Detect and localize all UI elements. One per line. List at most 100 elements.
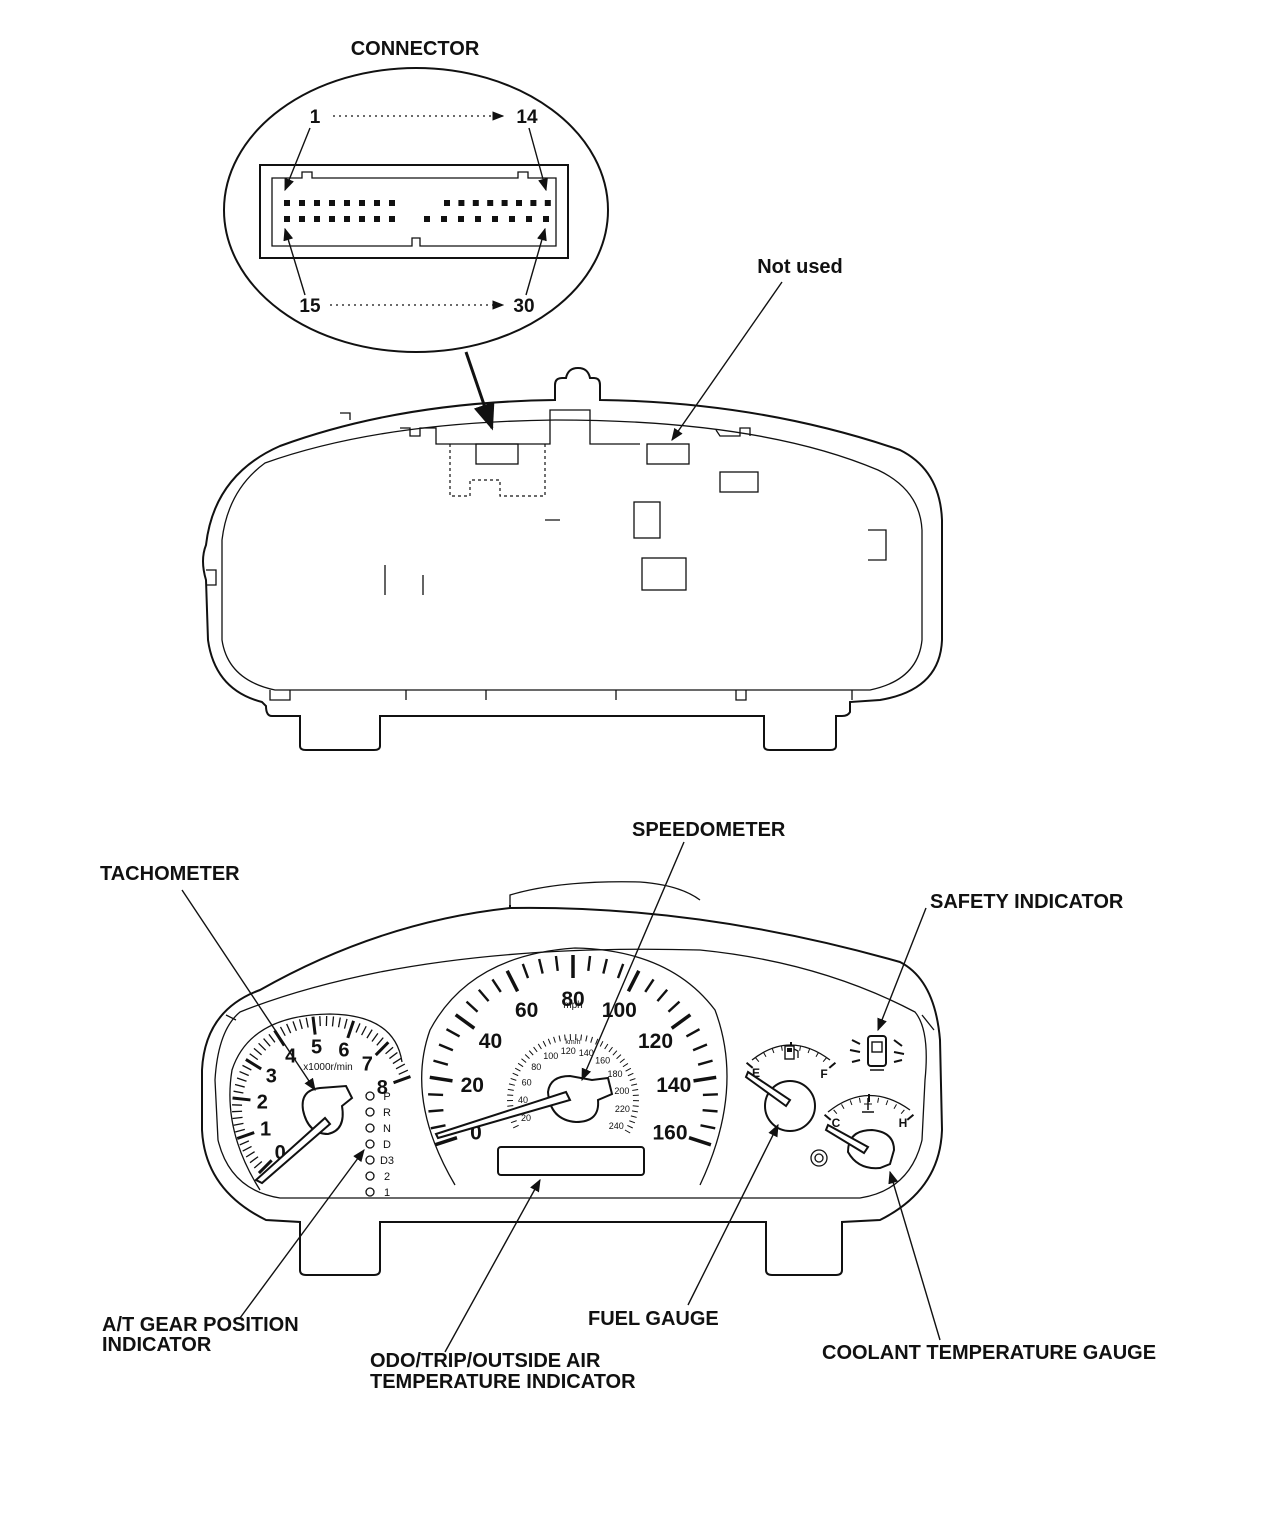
connector-pin: [329, 200, 335, 206]
tachometer-number: 3: [266, 1065, 277, 1087]
speedometer-kmh-tick: [564, 1034, 566, 1041]
speedometer-mph-number: 160: [652, 1122, 687, 1145]
tachometer-number: 1: [260, 1119, 271, 1141]
speedometer-kmh-tick: [604, 1043, 609, 1050]
gauge-tick: [799, 1045, 802, 1051]
speedometer-kmh-tick: [514, 1067, 521, 1072]
connector-pin: [374, 216, 380, 222]
tachometer-bezel: [229, 1013, 403, 1191]
gauge-tick: [780, 1045, 783, 1051]
tachometer-tick: [232, 1096, 251, 1102]
rear-marks: [384, 519, 560, 595]
tachometer-tick: [343, 1018, 348, 1029]
speedometer-bezel: [421, 947, 728, 1186]
speedometer-kmh-number: 80: [531, 1062, 541, 1072]
gear-position-label: R: [383, 1107, 391, 1119]
connector-pin: [444, 200, 450, 206]
speedometer-tick: [693, 1075, 717, 1083]
gauge-tick: [823, 1113, 832, 1121]
fuel-gauge-label: FUEL GAUGE: [588, 1308, 719, 1330]
gauge-tick: [858, 1097, 861, 1103]
speedometer-kmh-tick: [512, 1124, 519, 1129]
tachometer-tick: [337, 1017, 341, 1028]
tachometer-tick: [305, 1017, 309, 1028]
speedometer-kmh-number: 20: [521, 1113, 531, 1123]
gear-indicator-lamp: [365, 1139, 375, 1149]
coolant-gauge-hub: [846, 1128, 896, 1170]
gauge-tick: [849, 1100, 853, 1106]
gauge-tick: [900, 1109, 905, 1115]
speedometer-mph-number: 100: [602, 999, 637, 1022]
connector-callout: CONNECTOR 1 14 15 30: [223, 38, 609, 431]
speedometer-kmh-tick: [599, 1040, 604, 1047]
rear-component-2: [633, 501, 661, 539]
speedometer-kmh-number: 200: [614, 1086, 629, 1096]
tachometer-tick: [239, 1070, 249, 1077]
connector-pin: [344, 216, 350, 222]
connector-pin: [389, 200, 395, 206]
tachometer-tick: [249, 1053, 259, 1061]
speedometer-tick: [505, 970, 520, 993]
speedometer-kmh-number: 220: [615, 1104, 630, 1114]
gear-indicator-lamp: [365, 1123, 375, 1133]
connector-pin: [509, 216, 515, 222]
coolant-hot-label: H: [899, 1116, 908, 1130]
tachometer-tick: [392, 1057, 402, 1065]
odo-trip-display: [497, 1146, 645, 1176]
speedometer-kmh-tick: [608, 1046, 613, 1053]
leader-not-used: [671, 281, 783, 442]
tachometer-tick: [376, 1037, 384, 1046]
speedometer-needle: [434, 1090, 572, 1140]
tachometer-tick: [263, 1038, 271, 1047]
tachometer-label: TACHOMETER: [100, 863, 240, 885]
coolant-gauge-label: COOLANT TEMPERATURE GAUGE: [822, 1342, 1156, 1364]
side-clips: [206, 529, 887, 586]
fuel-empty-label: E: [752, 1066, 760, 1080]
tachometer-tick: [361, 1025, 367, 1036]
not-used-label: Not used: [757, 256, 843, 278]
gear-indicator-lamp: [365, 1107, 375, 1117]
tachometer-tick: [279, 1026, 286, 1037]
connector-pin: [530, 200, 537, 206]
tachometer-tick: [395, 1063, 406, 1070]
leader-pin-1: [284, 127, 311, 192]
gear-indicator-lamp: [365, 1171, 375, 1181]
gear-indicator-lamp: [365, 1091, 375, 1101]
tachometer-tick: [253, 1047, 262, 1056]
cluster-top-tabs: [340, 409, 751, 445]
tachometer-tick: [233, 1090, 244, 1094]
speedometer-tick: [602, 958, 609, 974]
speedometer-mph-number: 80: [561, 988, 584, 1011]
connector-pin: [472, 200, 479, 206]
speedometer-kmh-tick: [510, 1120, 517, 1124]
speedometer-tick: [702, 1093, 718, 1097]
leader-fuel-gauge: [687, 1123, 779, 1306]
tachometer-tick: [242, 1145, 252, 1152]
pin-label-14: 14: [516, 107, 538, 128]
speedometer-mph-number: 0: [470, 1122, 482, 1145]
thermometer-icon: [862, 1098, 874, 1113]
speedometer-tick: [702, 1109, 718, 1113]
connector-location-arrow: [464, 351, 495, 431]
speedometer-kmh-number: 100: [543, 1051, 558, 1061]
speedometer-kmh-tick: [524, 1054, 530, 1060]
speedometer-tick: [697, 1059, 713, 1066]
tachometer-tick: [286, 1023, 292, 1034]
tachometer-tick: [398, 1069, 409, 1075]
speedometer-kmh-tick: [624, 1129, 631, 1134]
speedometer-tick: [667, 1000, 681, 1013]
gauge-tick: [893, 1104, 897, 1109]
tachometer-tick: [273, 1029, 286, 1047]
connector-socket-main: [475, 443, 519, 465]
coolant-cold-label: C: [832, 1116, 841, 1130]
gauge-tick: [763, 1052, 767, 1057]
speedometer-kmh-tick: [622, 1063, 629, 1068]
connector-socket-hidden-outline: [449, 444, 546, 497]
gauge-tick: [885, 1100, 889, 1106]
gear-position-label: D: [383, 1139, 391, 1151]
fuel-full-label: F: [820, 1067, 827, 1081]
speedometer-tick: [670, 1013, 692, 1030]
speedometer-kmh-tick: [542, 1040, 547, 1047]
